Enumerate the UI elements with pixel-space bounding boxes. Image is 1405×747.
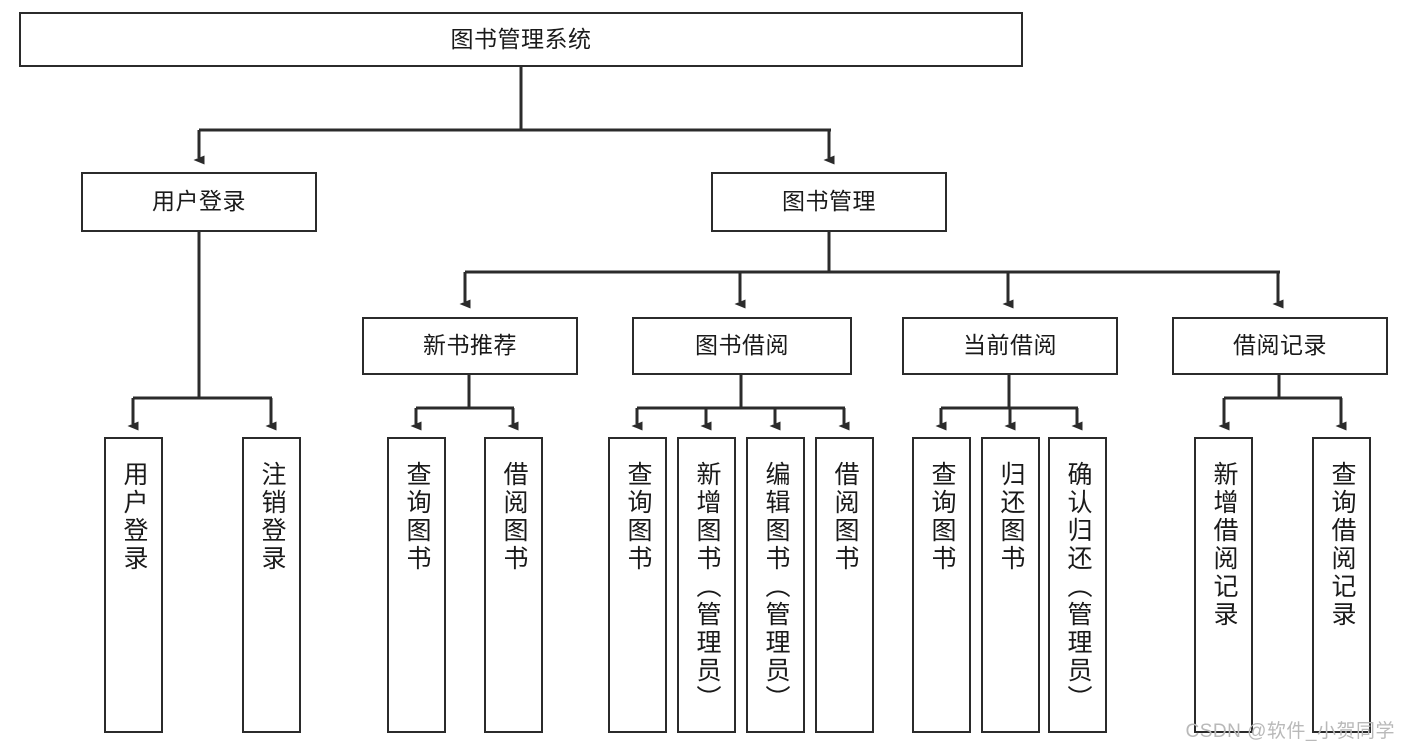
leaf-confirm-return-label: 确认归还（管理员） — [1064, 461, 1092, 713]
leaf-borrow-book-1-label: 借阅图书 — [500, 461, 528, 573]
leaf-logout[interactable]: 注销登录 — [242, 437, 301, 733]
node-root-label: 图书管理系统 — [450, 25, 592, 52]
leaf-query-book-1-label: 查询图书 — [403, 461, 431, 573]
node-user-login[interactable]: 用户登录 — [81, 172, 317, 232]
leaf-query-book-2[interactable]: 查询图书 — [608, 437, 667, 733]
leaf-user-login-label: 用户登录 — [120, 461, 148, 573]
node-user-login-label: 用户登录 — [152, 188, 246, 215]
leaf-query-record[interactable]: 查询借阅记录 — [1312, 437, 1371, 733]
node-book-manage-label: 图书管理 — [782, 188, 876, 215]
leaf-return-book[interactable]: 归还图书 — [981, 437, 1040, 733]
node-current-borrow[interactable]: 当前借阅 — [902, 317, 1118, 375]
node-book-borrow[interactable]: 图书借阅 — [632, 317, 852, 375]
leaf-query-book-1[interactable]: 查询图书 — [387, 437, 446, 733]
node-current-borrow-label: 当前借阅 — [963, 332, 1057, 359]
leaf-edit-book-label: 编辑图书（管理员） — [762, 461, 790, 713]
leaf-borrow-book-2[interactable]: 借阅图书 — [815, 437, 874, 733]
leaf-edit-book[interactable]: 编辑图书（管理员） — [746, 437, 805, 733]
leaf-add-book-label: 新增图书（管理员） — [693, 461, 721, 713]
leaf-confirm-return[interactable]: 确认归还（管理员） — [1048, 437, 1107, 733]
node-book-borrow-label: 图书借阅 — [695, 332, 789, 359]
node-book-manage[interactable]: 图书管理 — [711, 172, 947, 232]
leaf-add-record[interactable]: 新增借阅记录 — [1194, 437, 1253, 733]
node-borrow-record[interactable]: 借阅记录 — [1172, 317, 1388, 375]
leaf-query-record-label: 查询借阅记录 — [1328, 461, 1356, 629]
node-new-book-recommend-label: 新书推荐 — [423, 332, 517, 359]
leaf-borrow-book-1[interactable]: 借阅图书 — [484, 437, 543, 733]
leaf-query-book-3[interactable]: 查询图书 — [912, 437, 971, 733]
leaf-borrow-book-2-label: 借阅图书 — [831, 461, 859, 573]
node-borrow-record-label: 借阅记录 — [1233, 332, 1327, 359]
node-new-book-recommend[interactable]: 新书推荐 — [362, 317, 578, 375]
leaf-add-record-label: 新增借阅记录 — [1210, 461, 1238, 629]
leaf-logout-label: 注销登录 — [258, 461, 286, 573]
watermark-text: CSDN @软件_小贺同学 — [1185, 721, 1395, 742]
leaf-return-book-label: 归还图书 — [997, 461, 1025, 573]
leaf-query-book-2-label: 查询图书 — [624, 461, 652, 573]
leaf-user-login[interactable]: 用户登录 — [104, 437, 163, 733]
leaf-add-book[interactable]: 新增图书（管理员） — [677, 437, 736, 733]
leaf-query-book-3-label: 查询图书 — [928, 461, 956, 573]
node-root[interactable]: 图书管理系统 — [19, 12, 1023, 67]
